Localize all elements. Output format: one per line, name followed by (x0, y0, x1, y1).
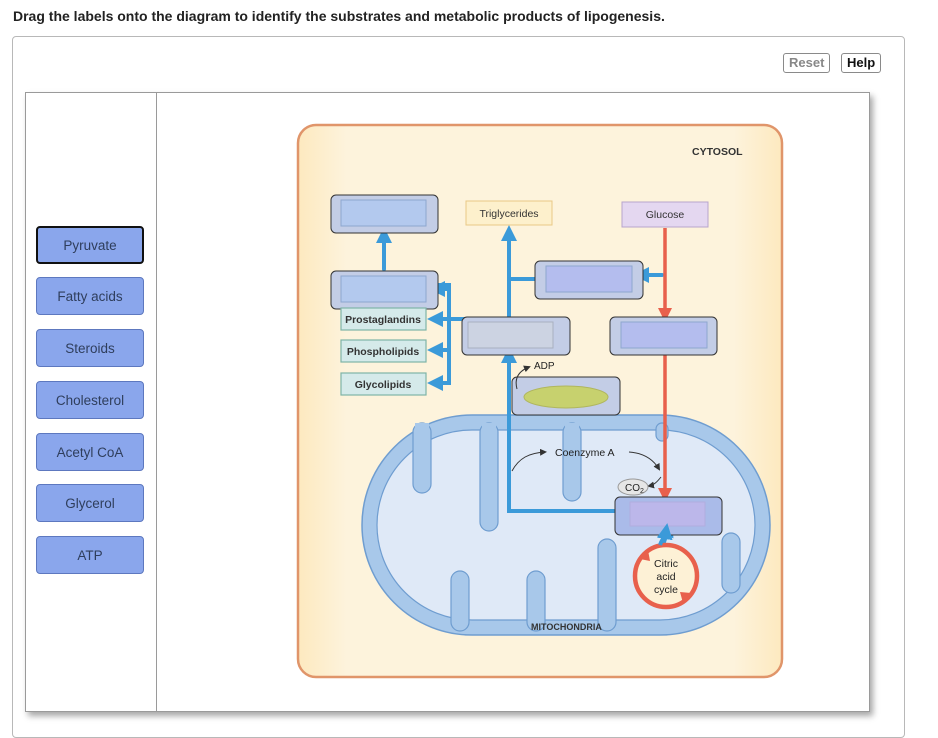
help-button[interactable]: Help (841, 53, 882, 73)
phospholipids-label-box: Phospholipids (340, 339, 427, 363)
label-pyruvate[interactable]: Pyruvate (36, 226, 144, 264)
co2-arrow (647, 476, 662, 489)
drop-zone-1[interactable] (330, 194, 439, 234)
citric-acid-cycle: Citric acid cycle (632, 542, 700, 610)
svg-text:Glucose: Glucose (646, 209, 685, 221)
lipogenesis-diagram: CYTOSOL (157, 93, 869, 711)
drop-zone-5[interactable] (609, 316, 718, 356)
label-acetyl-coa[interactable]: Acetyl CoA (36, 433, 144, 471)
instruction-text: Drag the labels onto the diagram to iden… (13, 8, 665, 24)
triglycerides-label-box: Triglycerides (465, 200, 553, 226)
drop-zone-6[interactable] (511, 376, 621, 416)
prostaglandins-label-box: Prostaglandins (340, 307, 427, 331)
svg-text:Glycolipids: Glycolipids (355, 379, 412, 391)
drop-zone-4[interactable] (461, 316, 571, 356)
cytosol-label: CYTOSOL (692, 146, 743, 158)
svg-text:Prostaglandins: Prostaglandins (345, 314, 421, 326)
label-fatty-acids[interactable]: Fatty acids (36, 277, 144, 315)
co2-badge: CO2 (617, 478, 649, 496)
drop-zone-7[interactable] (614, 496, 723, 536)
coenzyme-a-arrow-out (628, 451, 661, 471)
svg-text:acid: acid (656, 571, 675, 583)
svg-text:cycle: cycle (654, 584, 678, 596)
label-cholesterol[interactable]: Cholesterol (36, 381, 144, 419)
drag-drop-area: Pyruvate Fatty acids Steroids Cholestero… (25, 92, 870, 712)
label-bank: Pyruvate Fatty acids Steroids Cholestero… (26, 93, 157, 711)
svg-text:Phospholipids: Phospholipids (347, 346, 419, 358)
svg-text:Citric: Citric (654, 558, 678, 570)
mitochondria-label: MITOCHONDRIA (531, 622, 602, 632)
adp-arrow (515, 365, 531, 390)
svg-text:CO2: CO2 (625, 483, 644, 495)
label-glycerol[interactable]: Glycerol (36, 484, 144, 522)
adp-label: ADP (534, 361, 555, 372)
coenzyme-a-label: Coenzyme A (555, 447, 615, 459)
svg-text:Triglycerides: Triglycerides (479, 208, 538, 220)
label-atp[interactable]: ATP (36, 536, 144, 574)
glucose-label-box: Glucose (621, 201, 709, 228)
mito-acetyl-path (507, 411, 629, 513)
reset-button[interactable]: Reset (783, 53, 831, 73)
drop-zone-2[interactable] (330, 270, 439, 310)
coenzyme-a-arrow-in (511, 448, 547, 472)
label-steroids[interactable]: Steroids (36, 329, 144, 367)
drop-zone-3[interactable] (534, 260, 644, 300)
glycolipids-label-box: Glycolipids (340, 372, 427, 396)
citric-up-arrow (656, 523, 673, 546)
